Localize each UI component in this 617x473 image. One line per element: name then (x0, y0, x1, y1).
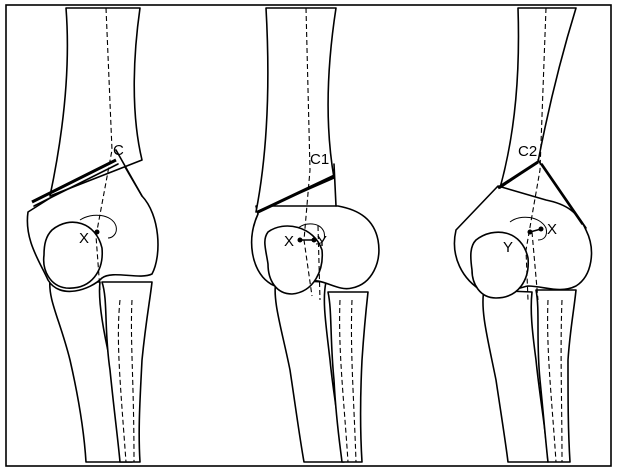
cut-label: C (113, 142, 124, 159)
panel-right: C2 Y X (454, 8, 591, 462)
cut-wedge-edge (334, 164, 336, 206)
capitellum (471, 232, 528, 298)
cut-label: C1 (310, 151, 329, 168)
point-x-label: X (79, 230, 89, 247)
point-y-label: Y (317, 233, 327, 250)
point-x-label: X (547, 221, 557, 238)
panel-left: C X (27, 8, 158, 462)
point-x-label: X (284, 233, 294, 250)
point-y-label: Y (503, 239, 513, 256)
cut-label: C2 (518, 143, 537, 160)
point-x (95, 230, 100, 235)
panel-middle: C1 X Y (252, 8, 379, 462)
humerus-shaft (50, 8, 142, 196)
capitellum (44, 222, 103, 288)
